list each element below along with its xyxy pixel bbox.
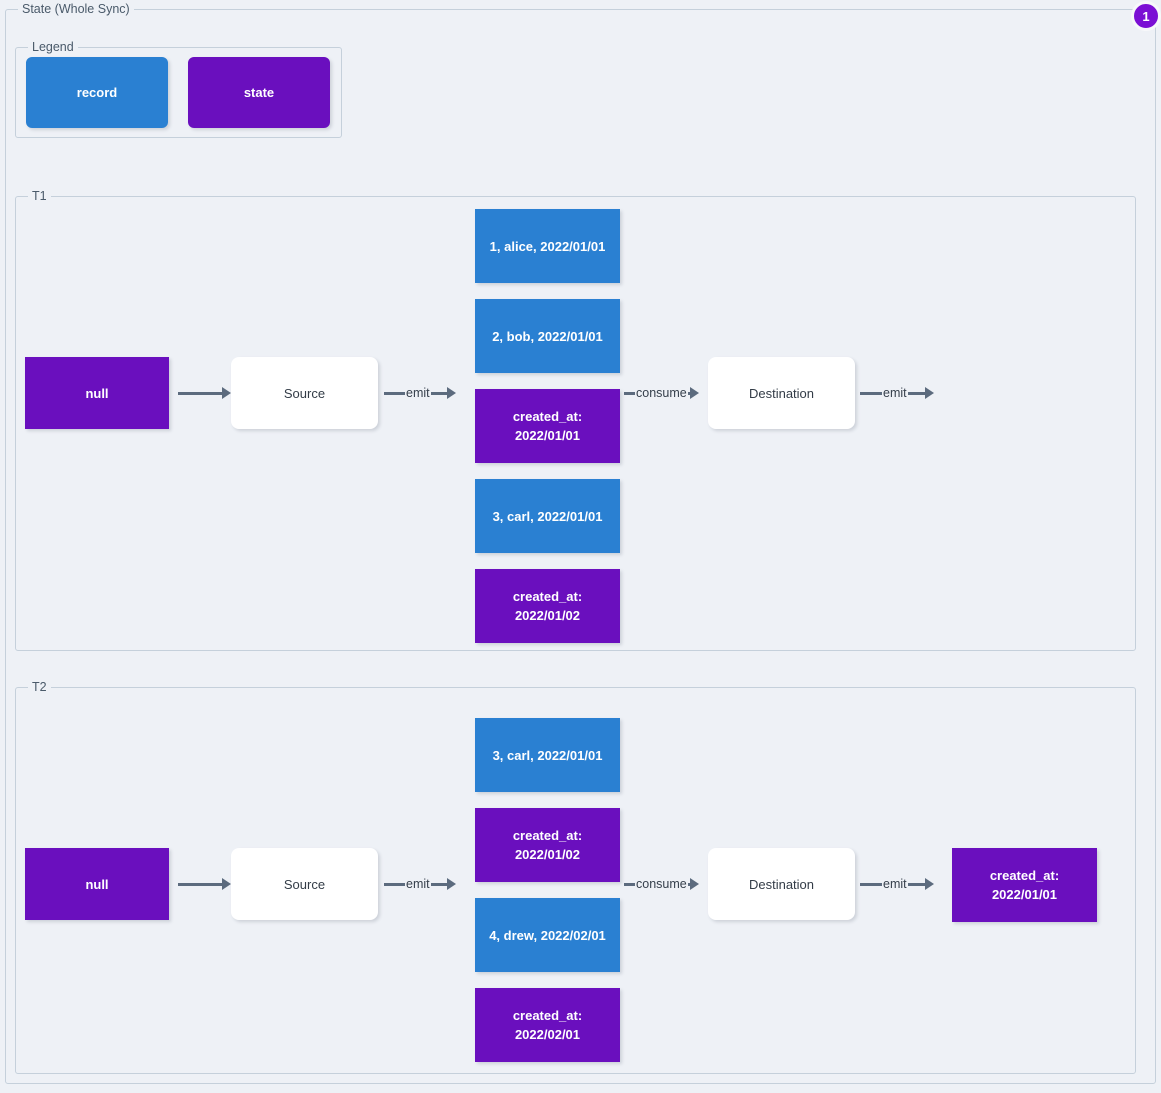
t1-stream-item-0: 1, alice, 2022/01/01 [475, 209, 620, 283]
status-badge[interactable]: 1 [1131, 1, 1161, 31]
legend-group: Legend [15, 39, 342, 138]
t1-stream-item-2: created_at: 2022/01/01 [475, 389, 620, 463]
t2-stream-item-3: created_at: 2022/02/01 [475, 988, 620, 1062]
t2-stream-item-2: 4, drew, 2022/02/01 [475, 898, 620, 972]
t1-stream-item-1: 2, bob, 2022/01/01 [475, 299, 620, 373]
diagram-title: State (Whole Sync) [18, 1, 134, 17]
t2-initial-state: null [25, 848, 169, 920]
t2-source-node: Source [231, 848, 378, 920]
t2-stream-item-0: 3, carl, 2022/01/01 [475, 718, 620, 792]
t2-stream-item-1: created_at: 2022/01/02 [475, 808, 620, 882]
t1-initial-state: null [25, 357, 169, 429]
legend-title: Legend [28, 39, 78, 55]
t1-source-node: Source [231, 357, 378, 429]
round-group-t2: T2 [15, 679, 1136, 1074]
t1-destination-node: Destination [708, 357, 855, 429]
t2-destination-node: Destination [708, 848, 855, 920]
t2-final-state: created_at: 2022/01/01 [952, 848, 1097, 922]
legend-swatch-record: record [26, 57, 168, 128]
t1-stream-item-4: created_at: 2022/01/02 [475, 569, 620, 643]
round-group-t1: T1 [15, 188, 1136, 651]
t1-stream-item-3: 3, carl, 2022/01/01 [475, 479, 620, 553]
legend-swatch-state: state [188, 57, 330, 128]
round-title-t2: T2 [28, 679, 51, 695]
round-title-t1: T1 [28, 188, 51, 204]
diagram-outer-group: State (Whole Sync) [5, 1, 1156, 1084]
